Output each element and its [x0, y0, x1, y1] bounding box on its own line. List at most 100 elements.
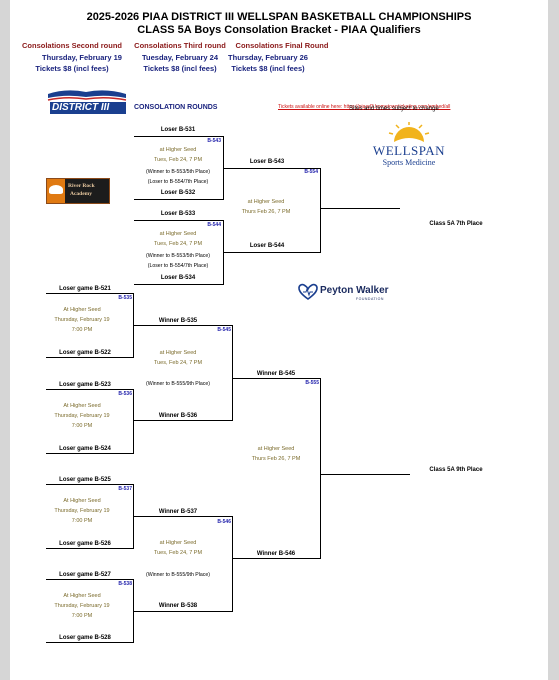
river-rock-line1: River Rock: [68, 183, 95, 189]
wellspan-sub: Sports Medicine: [382, 158, 436, 167]
bracket-line: [320, 378, 321, 559]
game-time: 7:00 PM: [71, 518, 93, 524]
team-slot: Loser game B-526: [59, 541, 111, 547]
game-time: 7:00 PM: [71, 423, 93, 429]
sites-note: Sites and times subject to change: [349, 106, 439, 112]
section-label: CONSOLATION ROUNDS: [134, 104, 218, 111]
game-date: Thurs Feb 26, 7 PM: [251, 456, 301, 462]
round-date-3: Tuesday, February 24: [141, 53, 219, 62]
bracket-line: [46, 642, 134, 643]
bracket-line: [133, 389, 134, 454]
bracket-line: [46, 548, 134, 549]
advance-note: (Winner to B-555/9th Place): [145, 572, 211, 578]
advance-note: (Loser to B-554/7th Place): [147, 179, 209, 185]
team-slot: Loser B-534: [160, 275, 196, 281]
round-name-final: Consolations Final Round: [235, 41, 329, 50]
game-date: Tues, Feb 24, 7 PM: [153, 550, 203, 556]
wellspan-logo: WELLSPAN Sports Medicine: [366, 122, 452, 174]
river-rock-line2: Academy: [70, 191, 92, 197]
game-date: Thursday, February 19: [54, 508, 110, 514]
team-slot: Winner B-538: [158, 603, 198, 609]
team-slot: Loser game B-528: [59, 635, 111, 641]
bracket-line: [320, 208, 400, 209]
game-site: at Higher Seed: [159, 231, 197, 237]
round-name-3: Consolations Third round: [134, 41, 226, 50]
round-tickets-2: Tickets $8 (incl fees): [35, 64, 109, 73]
game-time: 7:00 PM: [71, 613, 93, 619]
game-number: B-544: [207, 222, 221, 228]
game-site: at Higher Seed: [159, 147, 197, 153]
bracket-line: [223, 252, 321, 253]
bracket-line: [320, 168, 321, 253]
heart-icon: [298, 283, 318, 300]
advance-note: (Winner to B-555/9th Place): [145, 381, 211, 387]
round-tickets-final: Tickets $8 (incl fees): [231, 64, 305, 73]
wellspan-name: WELLSPAN: [372, 143, 446, 158]
game-number: B-555: [305, 380, 319, 386]
peyton-name: Peyton Walker: [320, 285, 389, 296]
game-date: Tues, Feb 24, 7 PM: [153, 241, 203, 247]
game-number: B-545: [217, 327, 231, 333]
game-date: Tues, Feb 24, 7 PM: [153, 157, 203, 163]
district-logo-text: DISTRICT III: [52, 102, 110, 113]
bracket-line: [133, 516, 233, 517]
bracket-line: [232, 558, 321, 559]
team-slot: Winner B-546: [256, 551, 296, 557]
bracket-line: [134, 284, 224, 285]
bracket-line: [232, 378, 321, 379]
bracket-line: [46, 293, 134, 294]
round-name-2: Consolations Second round: [21, 41, 123, 50]
team-slot: Loser game B-522: [59, 350, 111, 356]
bracket-line: [232, 516, 233, 612]
district-iii-logo: DISTRICT III: [46, 88, 128, 116]
game-site: at Higher Seed: [257, 446, 295, 452]
bracket-line: [46, 579, 134, 580]
bracket-line: [134, 136, 224, 137]
game-number: B-538: [118, 581, 132, 587]
round-date-final: Thursday, February 26: [228, 53, 308, 62]
team-slot: Loser game B-521: [59, 286, 111, 292]
bracket-line: [133, 420, 233, 421]
team-slot: Loser game B-523: [59, 382, 111, 388]
team-slot: Loser B-544: [249, 243, 285, 249]
game-site: At Higher Seed: [63, 307, 101, 313]
game-number: B-536: [118, 391, 132, 397]
place-label-9th: Class 5A 9th Place: [429, 467, 483, 473]
river-rock-logo: River Rock Academy: [46, 178, 110, 204]
team-slot: Loser game B-527: [59, 572, 111, 578]
bracket-line: [232, 325, 233, 421]
game-number: B-537: [118, 486, 132, 492]
team-slot: Winner B-545: [256, 371, 296, 377]
bracket-line: [133, 325, 233, 326]
team-slot: Loser B-533: [160, 211, 196, 217]
round-date-2: Thursday, February 19: [42, 53, 122, 62]
game-site: At Higher Seed: [63, 593, 101, 599]
tickets-link[interactable]: Tickets available online here: https://p…: [278, 104, 451, 110]
bracket-line: [46, 357, 134, 358]
advance-note: (Winner to B-553/5th Place): [145, 169, 211, 175]
team-slot: Winner B-537: [158, 509, 198, 515]
peyton-sub: FOUNDATION: [356, 297, 384, 301]
game-date: Tues, Feb 24, 7 PM: [153, 360, 203, 366]
game-date: Thursday, February 19: [54, 413, 110, 419]
bracket-line: [320, 474, 410, 475]
team-slot: Loser game B-525: [59, 477, 111, 483]
game-number: B-546: [217, 519, 231, 525]
team-slot: Loser B-532: [160, 190, 196, 196]
round-tickets-3: Tickets $8 (incl fees): [143, 64, 217, 73]
team-slot: Loser game B-524: [59, 446, 111, 452]
bracket-line: [134, 199, 224, 200]
page-subtitle: CLASS 5A Boys Consolation Bracket - PIAA…: [137, 24, 421, 36]
bracket-line: [46, 389, 134, 390]
game-site: at Higher Seed: [159, 540, 197, 546]
place-label-7th: Class 5A 7th Place: [429, 221, 483, 227]
peyton-walker-logo: Peyton Walker FOUNDATION: [298, 282, 408, 304]
bracket-sheet: 2025-2026 PIAA DISTRICT III WELLSPAN BAS…: [10, 0, 548, 680]
team-slot: Winner B-536: [158, 413, 198, 419]
bracket-line: [223, 168, 321, 169]
page-title: 2025-2026 PIAA DISTRICT III WELLSPAN BAS…: [86, 11, 472, 23]
advance-note: (Winner to B-553/5th Place): [145, 253, 211, 259]
game-number: B-543: [207, 138, 221, 144]
game-date: Thursday, February 19: [54, 603, 110, 609]
team-slot: Loser B-531: [160, 127, 196, 133]
